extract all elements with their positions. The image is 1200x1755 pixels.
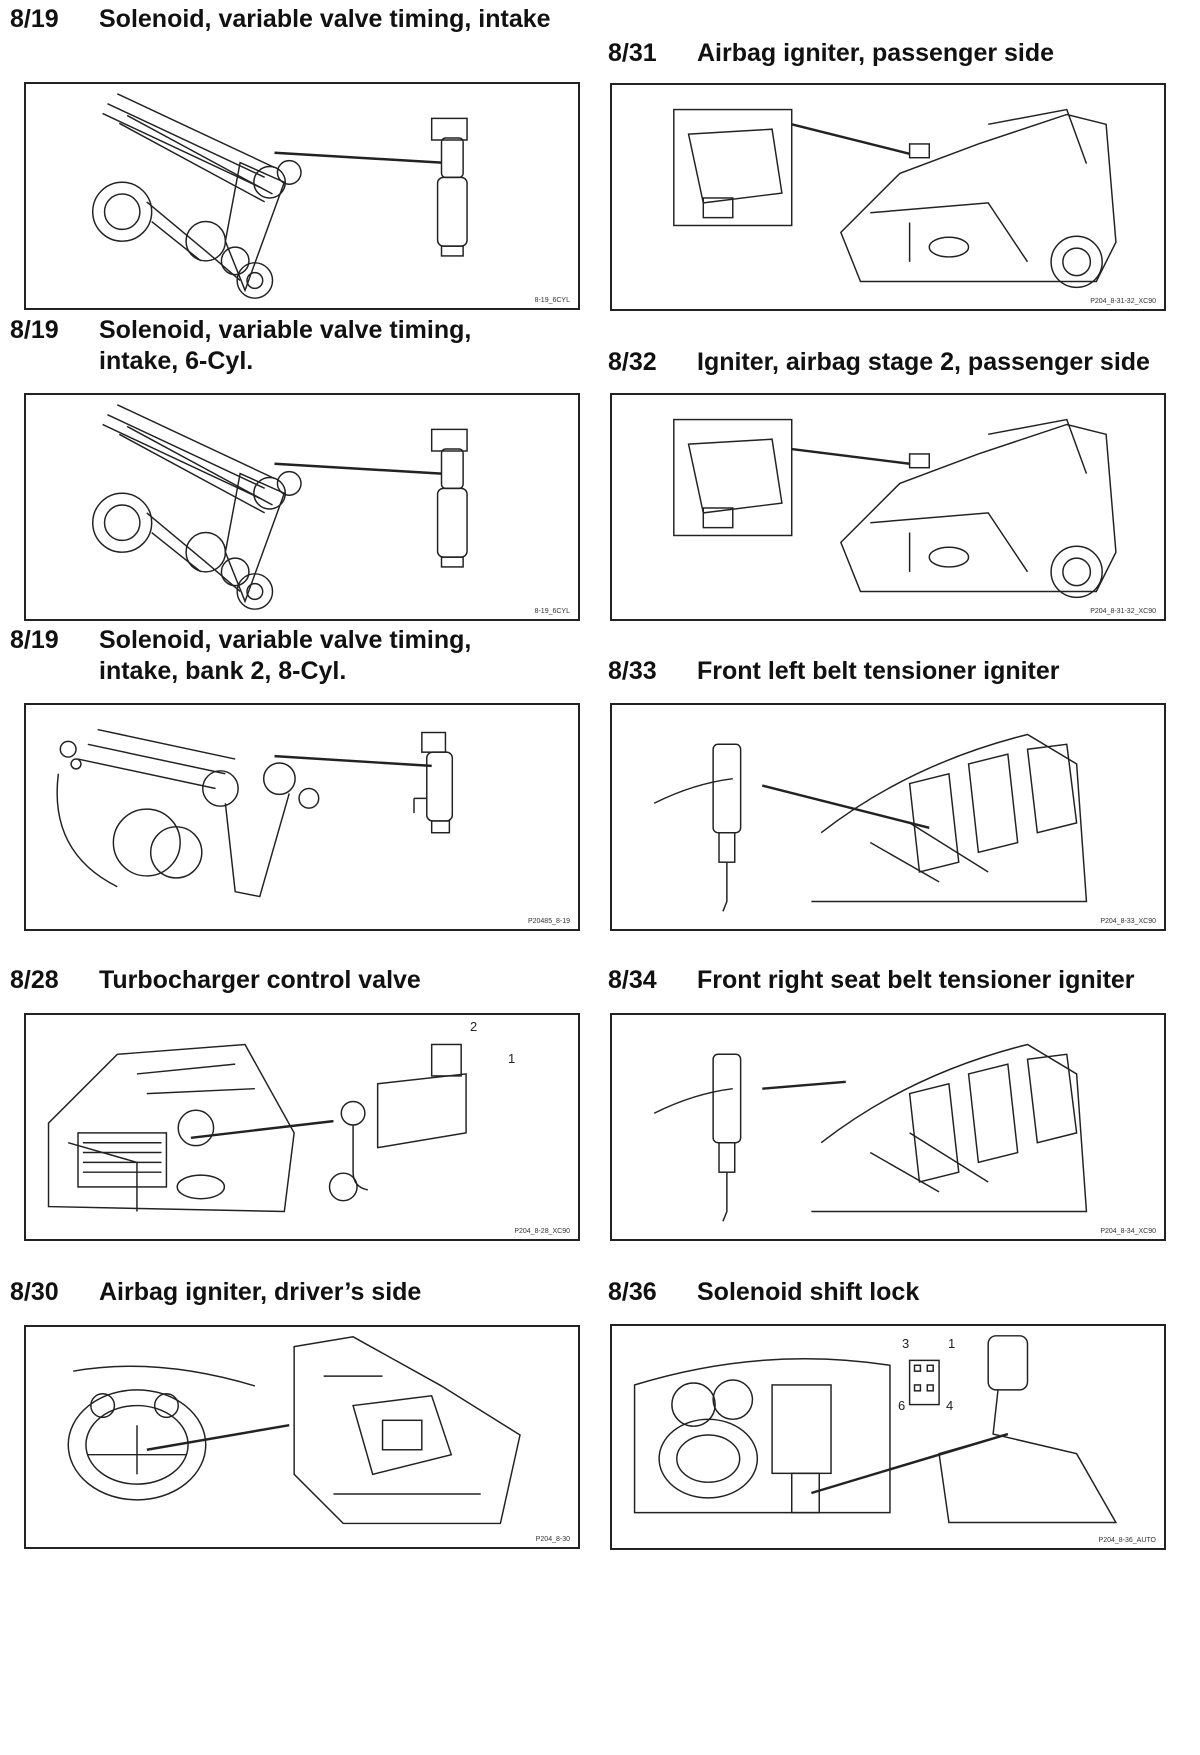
- entry-number: 8/19: [10, 316, 59, 344]
- figure-camshaft-solenoid: 8-19_6CYL: [24, 82, 580, 310]
- shift-lock-illustration: [633, 1335, 1118, 1524]
- figure-driver-airbag: P204_8-30: [24, 1325, 580, 1549]
- figure-code: P204_8-28_XC90: [514, 1228, 570, 1235]
- camshaft-illustration: [92, 404, 468, 610]
- entry-number: 8/33: [608, 657, 657, 685]
- entry-title: Solenoid, variable valve timing, intake,…: [99, 316, 472, 375]
- callout-2: 2: [470, 1019, 478, 1034]
- entry-number: 8/32: [608, 348, 657, 376]
- suv-airbag-illustration: [673, 108, 1117, 289]
- figure-code: P20485_8-19: [527, 918, 570, 925]
- entry-title: Solenoid shift lock: [697, 1278, 920, 1306]
- entry-8-19-intake: 8/19 Solenoid, variable valve timing, in…: [10, 4, 580, 310]
- entry-8-19-6cyl: 8/19 Solenoid, variable valve timing, in…: [10, 315, 580, 621]
- entry-8-36: 8/36 Solenoid shift lock 3 1 6 4 P204_: [608, 1277, 1178, 1551]
- figure-code: 8-19_6CYL: [534, 297, 570, 304]
- pin-label-6: 6: [898, 1398, 906, 1413]
- entry-number: 8/36: [608, 1278, 657, 1306]
- seat-belt-illustration: [653, 733, 1088, 912]
- entry-8-31: 8/31 Airbag igniter, passenger side P204…: [608, 38, 1178, 311]
- figure-code: P204_8-36_AUTO: [1098, 1537, 1156, 1544]
- entry-8-32: 8/32 Igniter, airbag stage 2, passenger …: [608, 347, 1178, 621]
- figure-left-belt-tensioner: P204_8-33_XC90: [610, 703, 1166, 931]
- entry-number: 8/19: [10, 626, 59, 654]
- engine-bay-illustration: [47, 1043, 467, 1213]
- figure-code: P204_8-31-32_XC90: [1090, 608, 1156, 615]
- figure-passenger-airbag-stage2: P204_8-31-32_XC90: [610, 393, 1166, 621]
- figure-passenger-airbag: P204_8-31-32_XC90: [610, 83, 1166, 311]
- entry-number: 8/31: [608, 39, 657, 67]
- callout-1: 1: [508, 1051, 516, 1066]
- figure-v8-solenoid: P20485_8-19: [24, 703, 580, 931]
- steering-wheel-illustration: [67, 1336, 521, 1525]
- entry-title: Turbocharger control valve: [99, 966, 421, 994]
- entry-8-28: 8/28 Turbocharger control valve 2 1 P: [10, 965, 580, 1241]
- figure-code: P204_8-33_XC90: [1100, 918, 1156, 925]
- entry-title: Igniter, airbag stage 2, passenger side: [697, 348, 1150, 376]
- figure-code: 8-19_6CYL: [534, 608, 570, 615]
- entry-8-30: 8/30 Airbag igniter, driver’s side P204_…: [10, 1277, 580, 1553]
- entry-title: Front left belt tensioner igniter: [697, 657, 1060, 685]
- pin-label-3: 3: [902, 1336, 910, 1351]
- figure-code: P204_8-30: [535, 1536, 570, 1543]
- figure-shift-lock: 3 1 6 4 P204_8-36_AUTO: [610, 1324, 1166, 1550]
- entry-title: Solenoid, variable valve timing, intake,…: [99, 626, 472, 685]
- figure-code: P204_8-34_XC90: [1100, 1228, 1156, 1235]
- entry-title: Airbag igniter, passenger side: [697, 39, 1055, 67]
- entry-number: 8/34: [608, 966, 657, 994]
- entry-number: 8/19: [10, 5, 59, 33]
- entry-8-19-8cyl: 8/19 Solenoid, variable valve timing, in…: [10, 625, 580, 931]
- entry-8-33: 8/33 Front left belt tensioner igniter P…: [608, 656, 1178, 931]
- figure-code: P204_8-31-32_XC90: [1090, 298, 1156, 305]
- entry-title: Airbag igniter, driver’s side: [99, 1278, 422, 1306]
- camshaft-illustration: [92, 93, 468, 299]
- pin-label-1: 1: [948, 1336, 956, 1351]
- entry-title: Solenoid, variable valve timing, intake: [99, 5, 551, 33]
- suv-airbag-illustration: [673, 418, 1117, 599]
- entry-number: 8/28: [10, 966, 59, 994]
- entry-title: Front right seat belt tensioner igniter: [697, 966, 1135, 994]
- entry-number: 8/30: [10, 1278, 59, 1306]
- v8-engine-illustration: [56, 728, 454, 898]
- seat-belt-illustration: [653, 1043, 1088, 1222]
- figure-turbo-valve: 2 1 P204_8-28_XC90: [24, 1013, 580, 1241]
- figure-camshaft-solenoid-6cyl: 8-19_6CYL: [24, 393, 580, 621]
- pin-label-4: 4: [946, 1398, 954, 1413]
- entry-8-34: 8/34 Front right seat belt tensioner ign…: [608, 965, 1178, 1241]
- figure-right-belt-tensioner: P204_8-34_XC90: [610, 1013, 1166, 1241]
